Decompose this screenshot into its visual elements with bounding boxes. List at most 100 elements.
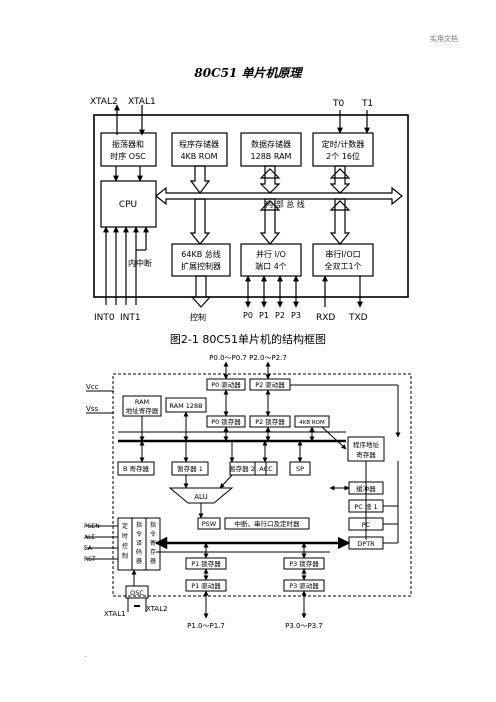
int1-label: INT1	[120, 313, 141, 323]
page-title: 80C51 单片机原理	[194, 66, 302, 80]
psw-box	[197, 517, 221, 530]
parallel-io-label-1: 并行 I/O	[256, 249, 286, 259]
header-label: 实用文档	[430, 35, 458, 43]
alu-shape	[168, 487, 234, 504]
p3-label: P3	[291, 311, 301, 320]
p3-driver-label: P3 驱动器	[289, 582, 319, 590]
prog-mem-label-2: 4KB ROM	[180, 152, 217, 161]
temp-register-1-box	[171, 461, 209, 476]
p0-driver-label: P0 驱动器	[211, 381, 241, 389]
serial-io-label-2: 全双工1个	[324, 261, 361, 271]
data-mem-label-2: 128B RAM	[251, 152, 292, 161]
timing-char-1: 定	[122, 522, 128, 530]
rom-label: 4KB ROM	[299, 420, 325, 426]
p1-driver-label: P1 驱动器	[191, 582, 221, 590]
alu-label: ALU	[194, 493, 207, 501]
pc-label: PC	[362, 521, 371, 529]
buffer-label: 缓冲器	[356, 484, 376, 493]
internal-bus-label: 内 部 总 线	[265, 199, 305, 209]
p0-label: P0	[243, 311, 253, 320]
int0-label: INT0	[94, 313, 115, 323]
p3-latch-label: P3 锁存器	[289, 559, 319, 568]
figure-2-architecture	[86, 361, 412, 619]
cpu-label: CPU	[119, 200, 137, 210]
bus-controller-box	[171, 243, 231, 277]
sp-label: SP	[296, 465, 304, 473]
timer-label-2: 2个 16位	[326, 151, 360, 161]
p2-label: P2	[275, 311, 285, 320]
p2-latch-label: P2 锁存器	[255, 417, 285, 426]
decoder-char-5: 器	[136, 558, 142, 565]
internal-bus-arrow	[155, 186, 403, 206]
figure-2-labels: P0.0～P0.7 P2.0～P2.7 Vcc Vss RAM 地址寄存器 RA…	[84, 354, 380, 630]
ale-pin-label: ALE	[84, 534, 95, 541]
bus-ctrl-label-1: 64KB 总线	[181, 249, 220, 259]
vcc-label: Vcc	[86, 383, 99, 391]
ram-addr-label-1: RAM	[135, 398, 149, 406]
prog-addr-label-2: 寄存器	[356, 450, 376, 459]
decoder-char-2: 令	[136, 530, 142, 538]
timing-char-3: 控	[122, 542, 128, 550]
acc-label: ACC	[259, 465, 273, 473]
p0-latch-label: P0 锁存器	[211, 417, 241, 426]
serial-io-label-1: 串行I/O口	[325, 249, 360, 259]
xtal2-label: XTAL2	[90, 97, 118, 107]
t0-label: T0	[332, 99, 344, 109]
ram-label: RAM 128B	[169, 402, 202, 410]
p1-label: P1	[259, 311, 269, 320]
program-memory-box	[171, 132, 228, 167]
osc-box	[100, 132, 157, 167]
psen-pin-label: PSEN	[84, 523, 100, 530]
p1-range-label: P1.0～P1.7	[187, 622, 225, 630]
temp-register-2-box	[229, 461, 267, 476]
timing-char-4: 制	[122, 552, 128, 560]
prog-mem-label-1: 程序存储器	[179, 139, 219, 149]
xtal1-label: XTAL1	[128, 97, 156, 107]
top-ports-label: P0.0～P0.7 P2.0～P2.7	[209, 354, 287, 362]
osc-box-2	[125, 585, 149, 599]
interrupt-label: 内中断	[128, 258, 152, 268]
data-memory-box	[240, 132, 302, 167]
vss-label: Vss	[86, 405, 98, 413]
rst-pin-label: RST	[84, 556, 96, 563]
parallel-io-box	[240, 243, 302, 277]
pc-inc-label: PC 增 1	[354, 502, 377, 511]
ireg-char-4: 存	[150, 548, 156, 556]
timer-label-1: 定时/计数器	[322, 139, 365, 149]
psw-label: PSW	[202, 520, 217, 528]
osc-label-2: 时序 OSC	[110, 151, 146, 161]
osc-label-1: 振荡器和	[112, 139, 144, 149]
dptr-label: DPTR	[357, 540, 375, 548]
b-register-label: B 寄存器	[123, 464, 150, 473]
p3-range-label: P3.0～P3.7	[285, 622, 323, 630]
sp-box	[289, 461, 311, 476]
footer-mark: .	[84, 650, 87, 659]
timer-box	[312, 132, 374, 167]
b-register-box	[117, 461, 155, 476]
p1-latch-label: P1 锁存器	[191, 559, 221, 568]
interrupt-block-label: 中断、串行口及定时器	[235, 519, 301, 528]
ireg-char-2: 令	[150, 530, 156, 538]
ea-pin-label: EA	[84, 545, 93, 552]
bus-ctrl-label-2: 扩展控制器	[181, 261, 221, 271]
xtal2-2-label: XTAL2	[146, 605, 168, 613]
figure-1-block-diagram	[93, 104, 409, 308]
decoder-char-3: 译	[136, 539, 142, 547]
prog-addr-label-1: 程序地址	[353, 440, 380, 449]
rxd-label: RXD	[316, 313, 335, 323]
ctrl-label: 控制	[190, 312, 206, 322]
interrupt-block-box	[224, 517, 310, 530]
txd-label: TXD	[348, 313, 368, 323]
timing-char-2: 时	[122, 532, 128, 540]
data-mem-label-1: 数据存储器	[251, 139, 291, 149]
decoder-char-4: 码	[136, 548, 142, 556]
ram-addr-label-2: 地址寄存器	[126, 406, 159, 415]
figure-1-labels: XTAL2 XTAL1 T0 T1 振荡器和 时序 OSC 程序存储器 4KB …	[90, 97, 373, 323]
parallel-io-label-2: 端口 4个	[255, 261, 287, 271]
temp-register-2-label: 暂存器 2	[229, 464, 255, 473]
p2-driver-label: P2 驱动器	[255, 381, 285, 389]
acc-box	[254, 461, 278, 476]
ireg-char-3: 寄	[150, 539, 156, 547]
ireg-char-1: 指	[150, 521, 156, 529]
